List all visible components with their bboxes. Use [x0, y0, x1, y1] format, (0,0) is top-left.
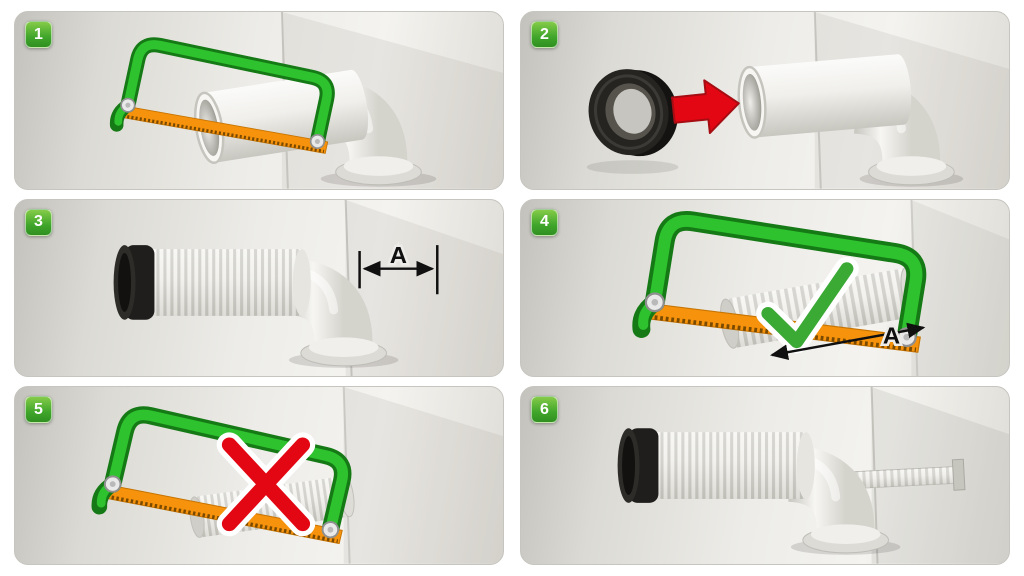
wall-corner [911, 199, 1009, 377]
scene-1 [15, 12, 503, 189]
wall-corner [343, 387, 503, 564]
scene-3: A [113, 199, 503, 377]
wall-corner [345, 199, 503, 377]
panel-number-badge: 5 [25, 396, 52, 424]
rubber-seal-ring [578, 58, 688, 167]
scene-4: A [521, 199, 1009, 377]
panel-3: 3 A [14, 198, 504, 378]
ring-shadow [586, 160, 679, 174]
red-arrow-icon [669, 76, 743, 138]
dimension-label: A [883, 323, 900, 349]
panel-1: 1 [14, 11, 504, 190]
corrugated-pipe [646, 432, 815, 500]
dimension-arrow: A [358, 240, 439, 294]
scene-2 [578, 12, 1009, 189]
rubber-seal-cap [617, 428, 659, 504]
dimension-line [770, 322, 926, 360]
scene-5 [15, 387, 503, 564]
corrugated-pipe [142, 248, 311, 316]
panel-number-badge: 2 [531, 21, 558, 48]
rubber-seal-cap [113, 244, 155, 320]
stub-wall-flange [951, 459, 966, 492]
panel-2: 2 [520, 11, 1010, 190]
panel-number-badge: 6 [531, 396, 558, 424]
dimension-label: A [390, 243, 407, 269]
stub-threads [851, 466, 956, 489]
panel-number-badge: 1 [25, 21, 52, 48]
wall-corner [281, 12, 503, 189]
scene-6 [617, 387, 1009, 564]
wall-pipe-stub [850, 459, 966, 492]
panel-5: 5 [14, 386, 504, 565]
panel-number-badge: 4 [531, 208, 558, 236]
panel-4: 4 A [520, 198, 1010, 378]
panel-number-badge: 3 [25, 208, 52, 236]
panel-6: 6 [520, 386, 1010, 565]
dimension-arrow: A [770, 321, 926, 360]
smooth-pipe [734, 52, 916, 140]
